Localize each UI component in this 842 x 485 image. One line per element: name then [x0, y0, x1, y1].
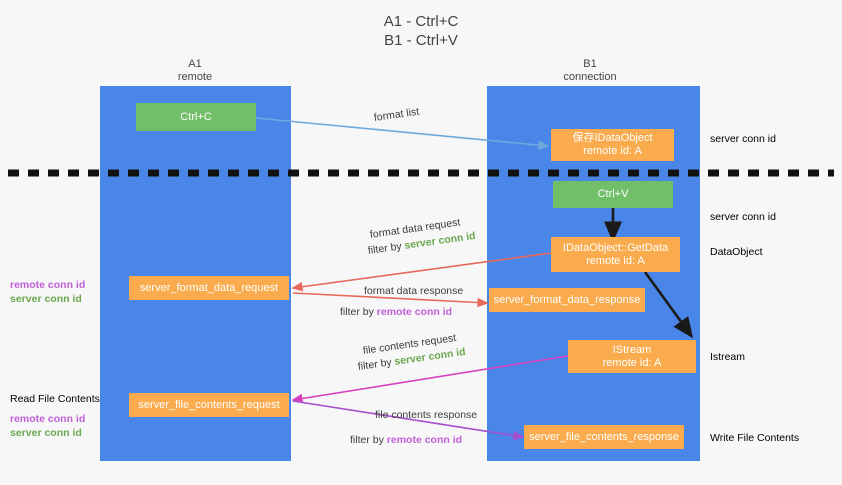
- box-getdata[interactable]: IDataObject::GetData remote id: A: [551, 237, 680, 272]
- box-save-idataobject-line1: 保存IDataObject: [572, 132, 653, 144]
- title-line-1: A1 - Ctrl+C: [383, 13, 459, 30]
- box-ctrl-v[interactable]: Ctrl+V: [553, 181, 673, 208]
- lane-a1-sub: remote: [177, 71, 213, 83]
- right-annotation-dataobject: DataObject: [710, 246, 763, 258]
- filter-prefix: filter by: [367, 239, 406, 257]
- box-istream-line2: remote id: A: [602, 356, 662, 369]
- box-server-file-contents-response-label: server_file_contents_response: [529, 430, 679, 443]
- lane-b1-sub: connection: [563, 71, 617, 83]
- box-save-idataobject-line2: remote id: A: [583, 145, 642, 157]
- arrow-label-file-contents-response: file contents response: [375, 409, 478, 421]
- filter-prefix: filter by: [357, 355, 396, 373]
- title-line-2: B1 - Ctrl+V: [384, 32, 458, 49]
- box-ctrl-c[interactable]: Ctrl+C: [136, 103, 256, 131]
- left-annotation-group-1: remote conn id server conn id: [10, 278, 85, 306]
- filter-prefix: filter by: [340, 306, 377, 318]
- box-istream-line1: IStream: [612, 343, 652, 356]
- left-annotation-group-2: remote conn id server conn id: [10, 412, 85, 440]
- lane-b1-name: B1: [583, 58, 597, 70]
- arrow-label-format-data-response: format data response: [364, 285, 464, 297]
- lane-a1-name: A1: [188, 58, 202, 70]
- filter-value-remote-conn-id: remote conn id: [386, 434, 463, 446]
- box-save-idataobject[interactable]: 保存IDataObject remote id: A: [551, 129, 674, 161]
- right-annotation-write-file-contents: Write File Contents: [710, 432, 800, 444]
- box-server-file-contents-request[interactable]: server_file_contents_request: [129, 393, 289, 417]
- lane-header-a1: A1 remote: [135, 58, 255, 84]
- left-annotation-server-conn-id-2: server conn id: [10, 427, 82, 439]
- lane-header-b1: B1 connection: [530, 58, 650, 84]
- filter-prefix: filter by: [350, 434, 387, 446]
- right-annotation-server-conn-id-1: server conn id: [710, 133, 776, 145]
- box-server-file-contents-request-label: server_file_contents_request: [138, 398, 280, 411]
- box-server-format-data-response[interactable]: server_format_data_response: [489, 288, 645, 312]
- left-annotation-server-conn-id-1: server conn id: [10, 293, 82, 305]
- diagram-title: A1 - Ctrl+C B1 - Ctrl+V: [0, 12, 842, 50]
- box-getdata-line1: IDataObject::GetData: [562, 241, 669, 254]
- box-server-format-data-response-label: server_format_data_response: [493, 293, 641, 306]
- box-server-file-contents-response[interactable]: server_file_contents_response: [524, 425, 684, 449]
- box-server-format-data-request-label: server_format_data_request: [139, 281, 279, 294]
- box-server-format-data-request[interactable]: server_format_data_request: [129, 276, 289, 300]
- arrow-label-file-contents-response-filter: filter by remote conn id: [350, 433, 462, 447]
- box-istream[interactable]: IStream remote id: A: [568, 340, 696, 373]
- right-annotation-server-conn-id-2: server conn id: [710, 211, 776, 223]
- box-ctrl-v-label: Ctrl+V: [597, 188, 629, 200]
- box-ctrl-c-label: Ctrl+C: [180, 110, 212, 123]
- left-annotation-remote-conn-id-2: remote conn id: [10, 413, 86, 425]
- arrow-label-format-data-response-filter: filter by remote conn id: [340, 305, 452, 319]
- right-annotation-istream: Istream: [710, 351, 746, 363]
- filter-value-remote-conn-id: remote conn id: [376, 306, 453, 318]
- arrow-label-format-list: format list: [373, 105, 420, 124]
- left-annotation-remote-conn-id-1: remote conn id: [10, 279, 86, 291]
- left-annotation-read-file-contents: Read File Contents: [10, 393, 100, 405]
- box-getdata-line2: remote id: A: [586, 254, 645, 267]
